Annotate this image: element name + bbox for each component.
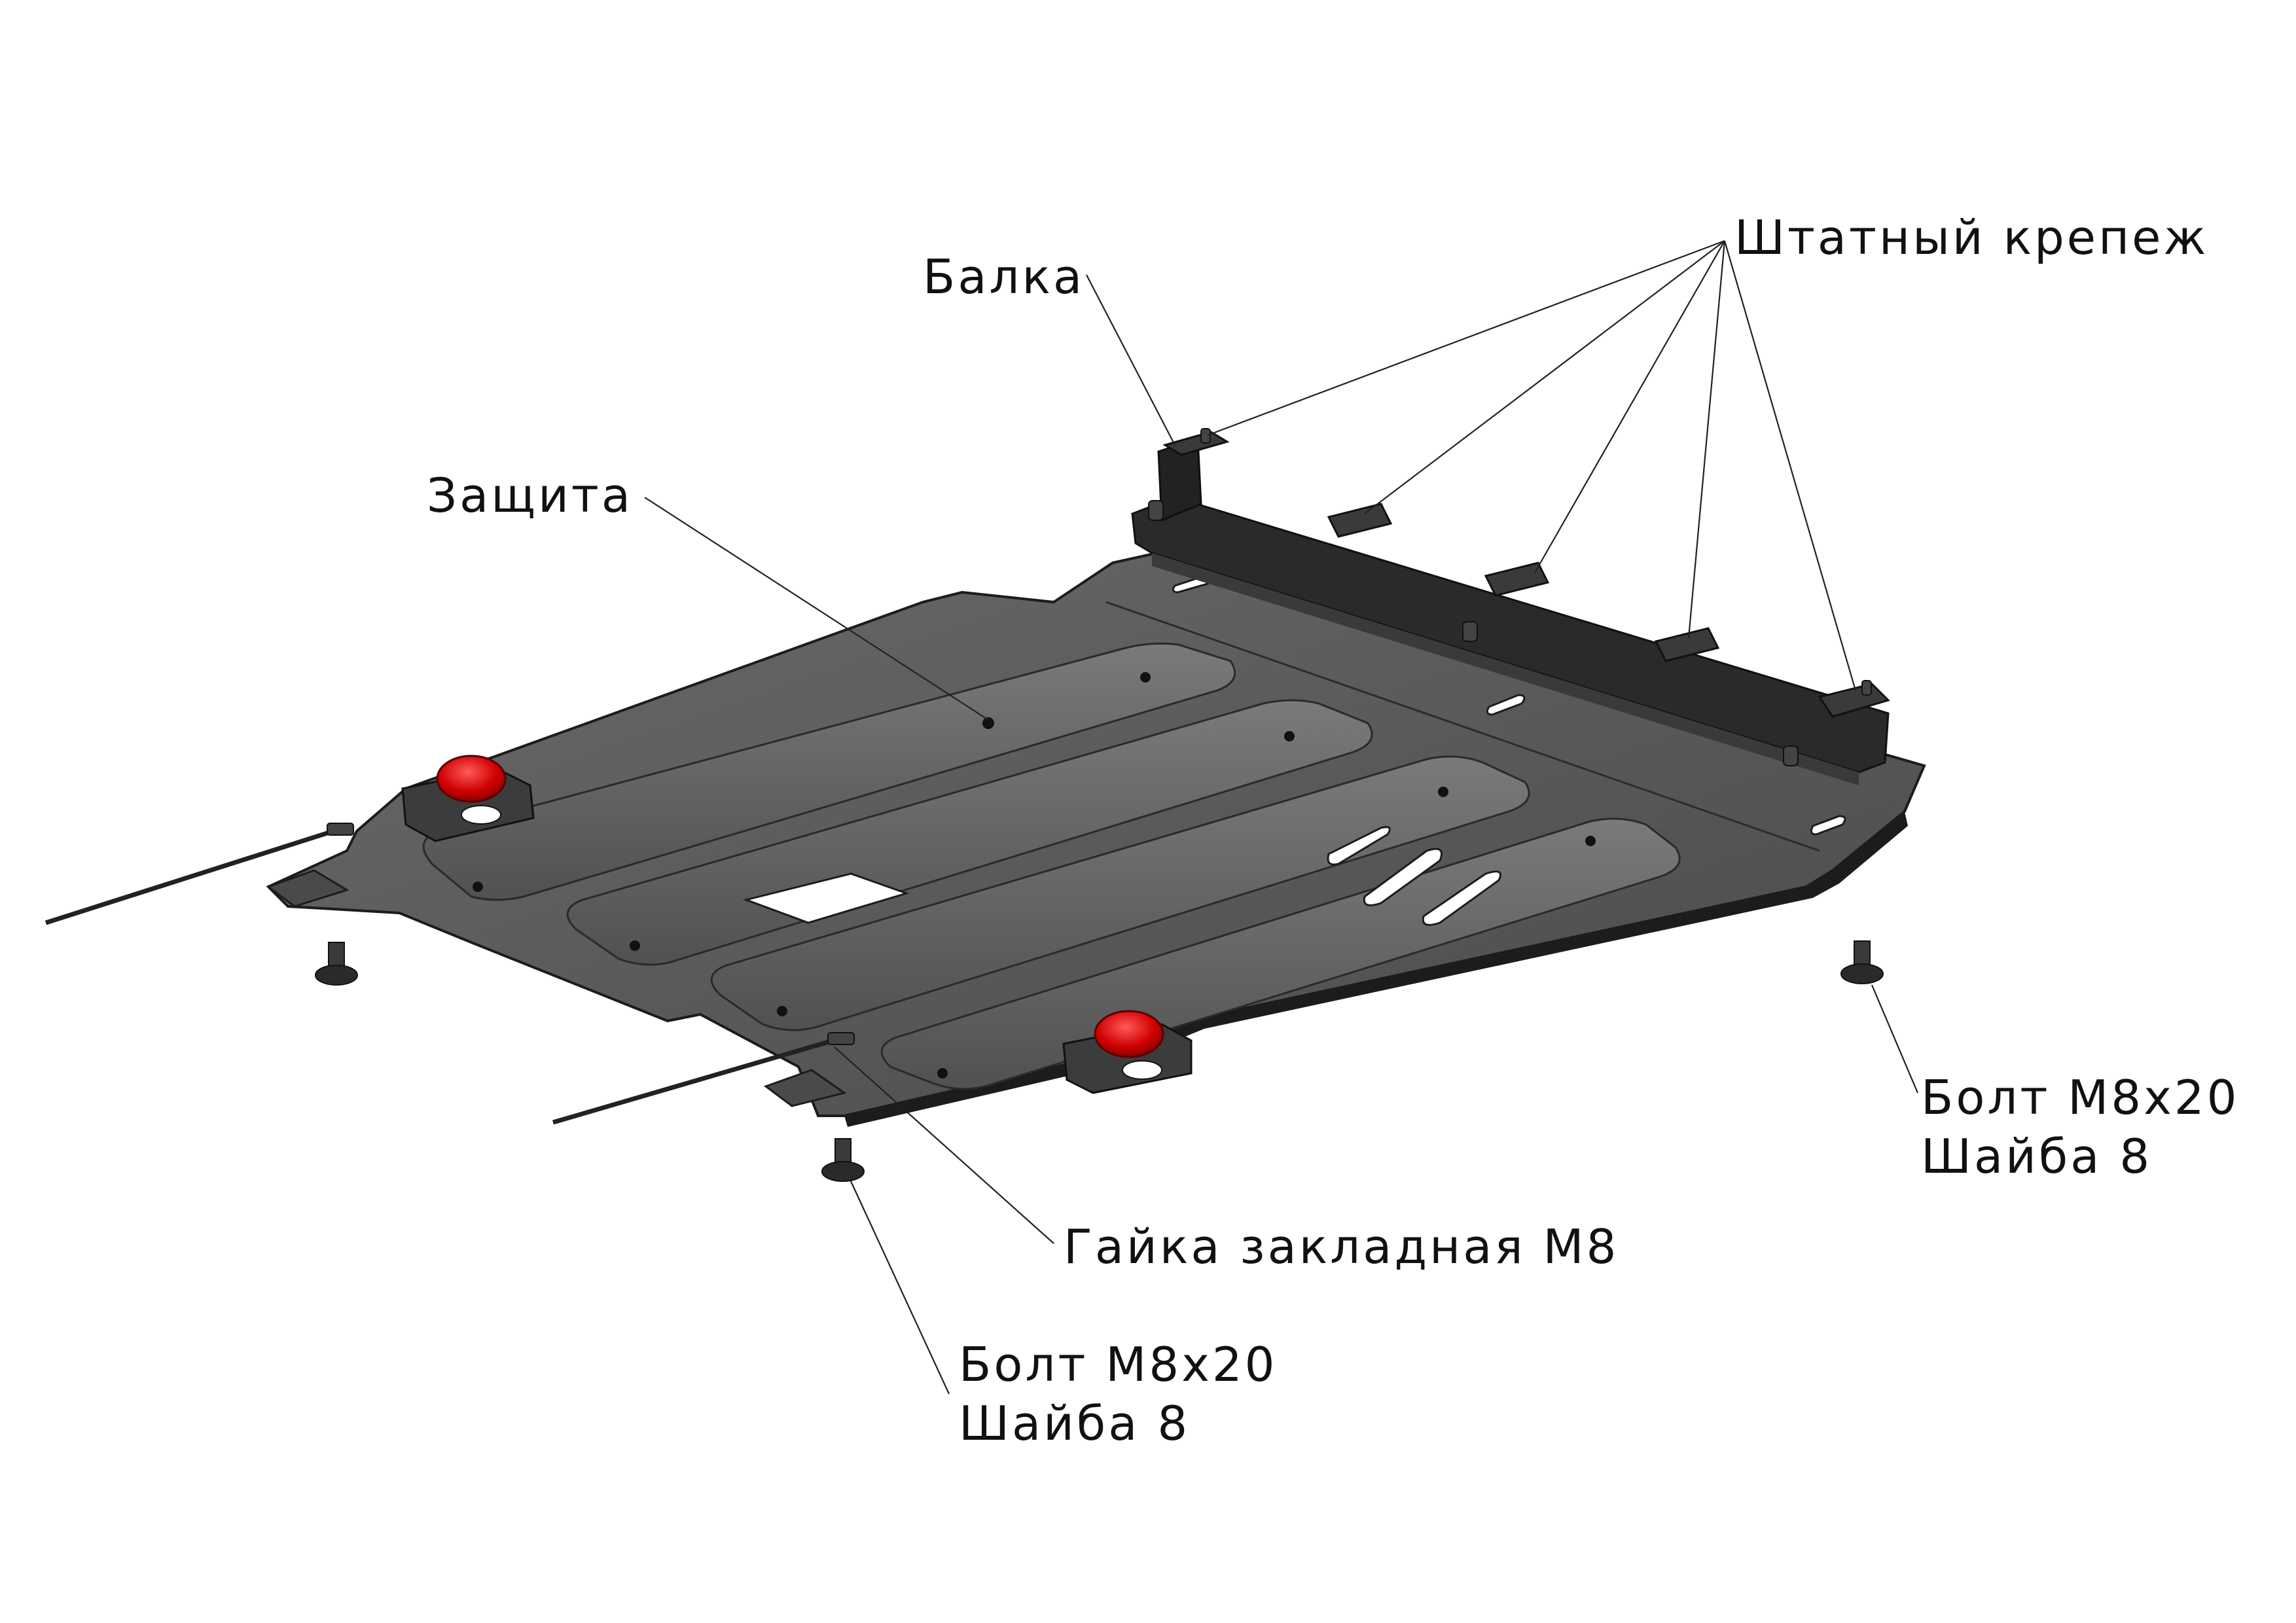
stud — [1783, 745, 1799, 766]
stud — [1462, 621, 1478, 642]
leader-bolt-bottom — [850, 1181, 950, 1395]
bolt-right-icon — [1840, 940, 1884, 984]
label-balka: Балка — [923, 249, 1085, 304]
beam-studs — [1148, 428, 1872, 766]
embedded-nut-icon — [827, 1032, 855, 1045]
embedded-nut-rods — [45, 825, 845, 1125]
leader-shtatny-krepezh — [1207, 240, 1725, 437]
front-center-tab — [763, 1069, 847, 1107]
slot — [1486, 694, 1526, 716]
hole — [1140, 672, 1151, 683]
leader-shtatny-krepezh — [1534, 240, 1725, 573]
leader-shtatny-krepezh — [1687, 240, 1726, 639]
label-bolt-right-line2: Шайба 8 — [1921, 1129, 2153, 1184]
front-left-tab — [266, 869, 350, 908]
leader-shtatny-krepezh — [1723, 240, 1857, 691]
embedded-nut-icons — [327, 823, 855, 1045]
beam-front-face — [1152, 553, 1859, 785]
red-plug-icon — [436, 755, 507, 803]
stud — [1148, 500, 1164, 521]
slot — [1327, 826, 1391, 866]
leader-bolt-right — [1871, 984, 1919, 1094]
embedded-nut-rod-left — [45, 825, 345, 925]
bolt-center-icon — [821, 1138, 865, 1182]
leader-balka — [1086, 274, 1175, 446]
slot — [1810, 815, 1846, 836]
rib-3 — [710, 755, 1530, 1031]
label-shtatny-krepezh: Штатный крепеж — [1734, 210, 2209, 265]
embedded-nut-rod-center — [552, 1035, 845, 1125]
red-plug-icon — [1094, 1010, 1164, 1058]
bolt-washer — [315, 965, 358, 986]
leader-gayka — [834, 1046, 1054, 1244]
stud — [1200, 428, 1211, 444]
beam-bracket — [1162, 431, 1230, 456]
hole — [1585, 836, 1596, 846]
plug-hole — [1122, 1060, 1162, 1080]
beam — [1131, 428, 1890, 785]
leader-lines — [644, 240, 1919, 1395]
label-gayka: Гайка закладная М8 — [1064, 1219, 1619, 1274]
protection-plate — [266, 502, 1926, 1127]
drain-plug-right — [1062, 1010, 1193, 1094]
drain-plug-left — [401, 755, 535, 842]
leader-shtatny-krepezh — [1364, 240, 1725, 514]
beam-bracket — [1484, 562, 1550, 597]
hole — [1284, 731, 1295, 741]
slot — [1422, 870, 1501, 926]
beam-body — [1131, 496, 1890, 774]
embedded-nut-icon — [327, 823, 354, 836]
slot — [1363, 847, 1443, 906]
beam-bracket — [1327, 503, 1393, 538]
beam-bracket — [1654, 627, 1720, 662]
label-bolt-right: Болт М8х20 Шайба 8 — [1921, 1068, 2239, 1186]
label-bolt-right-line1: Болт М8х20 — [1921, 1070, 2240, 1125]
label-bolt-bottom-line1: Болт М8х20 — [959, 1337, 1278, 1392]
hole — [630, 940, 640, 951]
plate-edge — [844, 812, 1908, 1127]
service-hatch — [742, 872, 910, 924]
stud — [1861, 680, 1872, 696]
bolt-washer — [1840, 963, 1884, 984]
hole — [937, 1068, 948, 1079]
bolt-left-icon — [315, 942, 358, 986]
bolt-washer — [821, 1161, 865, 1182]
stiffening-ribs — [422, 642, 1681, 1090]
label-zashchita: Защита — [427, 468, 633, 523]
hole — [473, 882, 483, 892]
hole — [982, 717, 994, 729]
hole — [777, 1006, 787, 1016]
label-bolt-bottom: Болт М8х20 Шайба 8 — [959, 1335, 1277, 1453]
mounting-holes — [473, 502, 1596, 1079]
plug-hole — [461, 805, 501, 825]
leader-zashchita — [644, 497, 989, 721]
hole — [1438, 787, 1448, 797]
label-bolt-bottom-line2: Шайба 8 — [959, 1396, 1191, 1451]
plate-bend-line — [1105, 601, 1820, 852]
